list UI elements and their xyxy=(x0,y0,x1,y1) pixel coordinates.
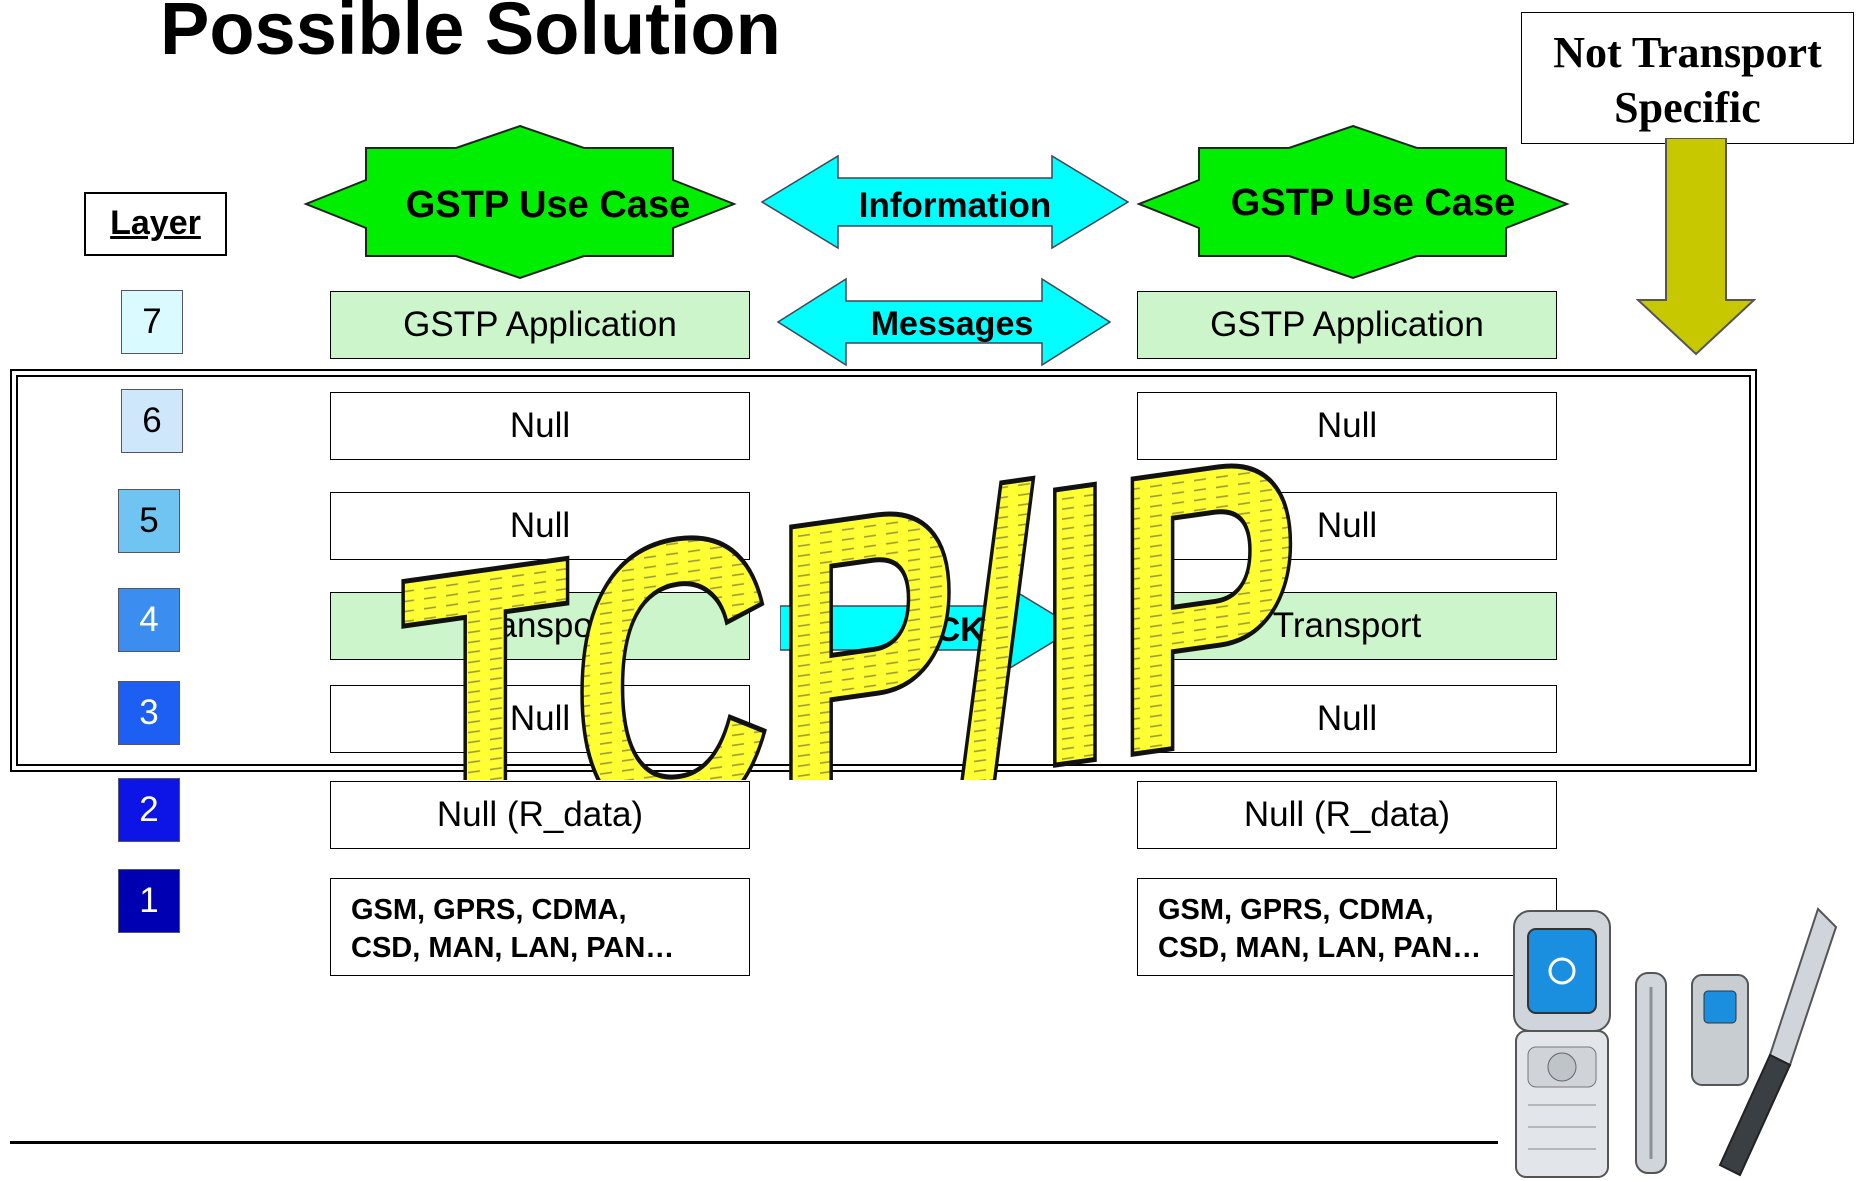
right-layer-5: Null xyxy=(1137,492,1557,560)
left-layer-6: Null xyxy=(330,392,750,460)
messages-arrow: Messages xyxy=(776,277,1112,367)
left-layer-1-line-1: GSM, GPRS, CDMA, xyxy=(351,894,627,926)
left-layer-1-line-2: CSD, MAN, LAN, PAN… xyxy=(351,932,675,964)
layer-number-5: 5 xyxy=(118,489,180,553)
right-layer-1-line-2: CSD, MAN, LAN, PAN… xyxy=(1158,932,1482,964)
tcp-ip-frame xyxy=(10,369,1757,772)
messages-label: Messages xyxy=(871,305,1034,343)
page-title: Possible Solution xyxy=(160,0,781,70)
tcp-ip-text: TCP/IP xyxy=(400,369,1300,780)
left-layer-1: GSM, GPRS, CDMA, CSD, MAN, LAN, PAN… xyxy=(330,878,750,976)
closed-phone-icon xyxy=(1691,974,1749,1086)
use-case-star-right: GSTP Use Case xyxy=(1136,124,1570,280)
tcp-ip-overlay: TCP/IP xyxy=(398,367,1303,780)
left-layer-5: Null xyxy=(330,492,750,560)
right-layer-3: Null xyxy=(1137,685,1557,753)
layer-number-4: 4 xyxy=(118,588,180,652)
layer-number-1: 1 xyxy=(118,869,180,933)
layer-number-7: 7 xyxy=(121,290,183,354)
note-line-1: Not Transport xyxy=(1553,28,1822,77)
ack-label: ACK xyxy=(911,611,985,649)
use-case-label-left: GSTP Use Case xyxy=(406,184,690,226)
footer-rule xyxy=(10,1141,1498,1144)
down-arrow-icon xyxy=(1636,138,1756,356)
note-line-2: Specific xyxy=(1614,83,1761,132)
left-layer-3: Null xyxy=(330,685,750,753)
layer-number-6: 6 xyxy=(121,389,183,453)
ack-arrow: ACK xyxy=(780,588,1078,668)
right-layer-2: Null (R_data) xyxy=(1137,781,1557,849)
open-phone-angle-icon xyxy=(1718,907,1838,1177)
flip-phone-icon xyxy=(1513,910,1611,1178)
not-transport-specific-note: Not Transport Specific xyxy=(1521,12,1854,144)
phones-illustration xyxy=(1513,907,1838,1178)
phone-side-icon xyxy=(1635,972,1667,1174)
right-layer-6: Null xyxy=(1137,392,1557,460)
use-case-label-right: GSTP Use Case xyxy=(1231,182,1515,224)
right-layer-1-line-1: GSM, GPRS, CDMA, xyxy=(1158,894,1434,926)
information-label: Information xyxy=(859,186,1051,225)
information-arrow: Information xyxy=(760,154,1130,250)
right-application-layer: GSTP Application xyxy=(1137,291,1557,359)
left-layer-2: Null (R_data) xyxy=(330,781,750,849)
right-layer-1: GSM, GPRS, CDMA, CSD, MAN, LAN, PAN… xyxy=(1137,878,1557,976)
left-layer-4: Transport xyxy=(330,592,750,660)
layer-number-3: 3 xyxy=(118,681,180,745)
left-application-layer: GSTP Application xyxy=(330,291,750,359)
layer-number-2: 2 xyxy=(118,778,180,842)
layer-header: Layer xyxy=(84,192,227,256)
right-layer-4: Transport xyxy=(1137,592,1557,660)
use-case-star-left: GSTP Use Case xyxy=(303,124,737,280)
